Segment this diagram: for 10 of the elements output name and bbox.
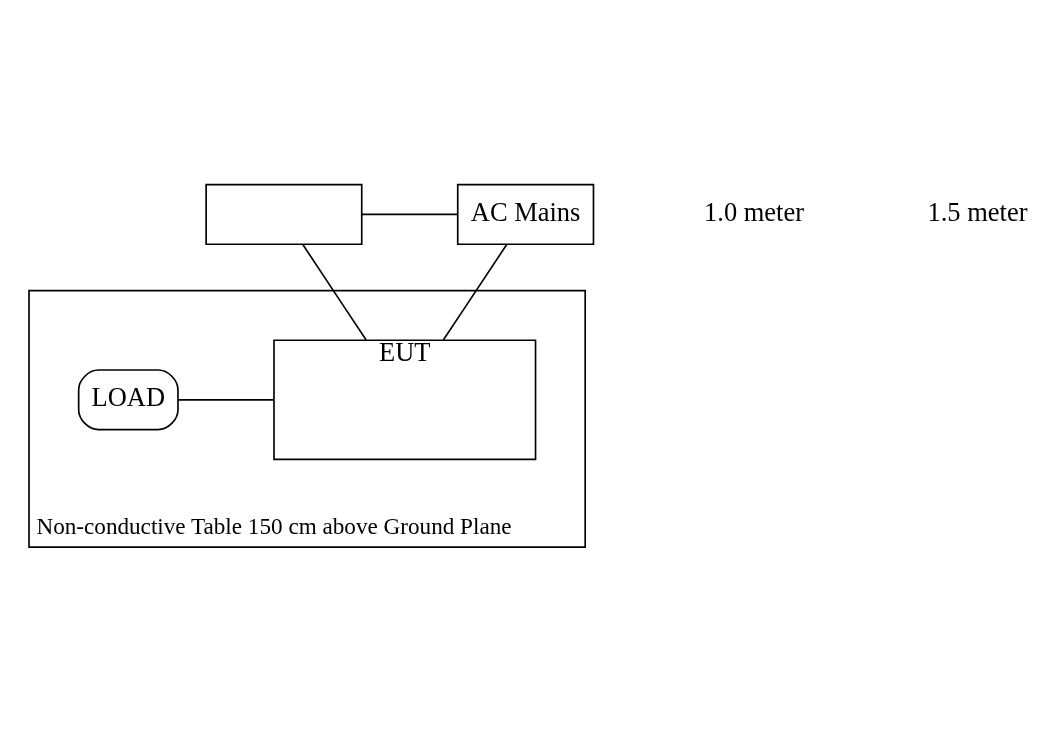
node-box	[205, 183, 363, 245]
connector	[442, 243, 508, 341]
label: 1.5 meter	[927, 196, 1028, 227]
node-box: AC Mains	[456, 183, 595, 245]
connector	[361, 213, 458, 215]
connector	[302, 243, 367, 341]
label: 1.0 meter	[704, 196, 805, 227]
connector	[177, 398, 275, 401]
node-box: EUT	[273, 338, 537, 460]
node-box: LOAD	[77, 368, 179, 430]
